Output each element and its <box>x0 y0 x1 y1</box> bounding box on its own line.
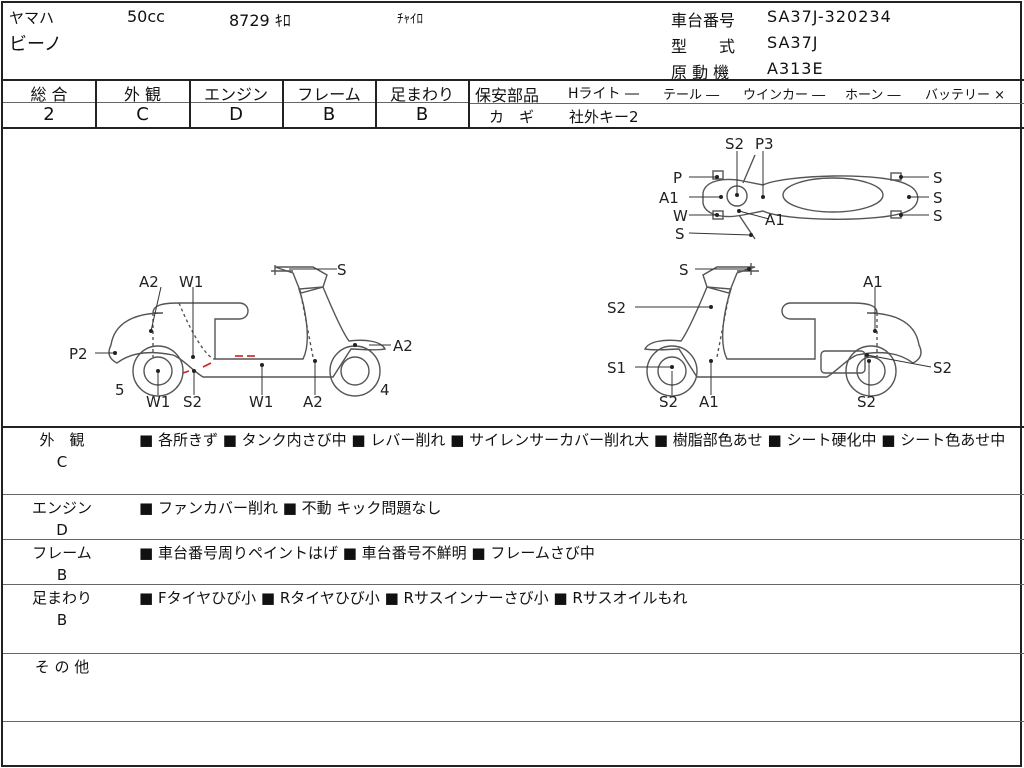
divider <box>95 79 97 127</box>
diagram-label: 5 <box>115 381 125 399</box>
remark-engine-text: ■ ファンカバー削れ ■ 不動 キック問題なし <box>139 499 442 517</box>
safety-battery: バッテリー × <box>925 88 1006 103</box>
diagram-label: S2 <box>183 393 202 411</box>
engine-label: 原 動 機 <box>671 63 730 82</box>
divider <box>3 102 469 103</box>
diagram-label: A1 <box>659 189 679 207</box>
diagram-label: W1 <box>179 273 203 291</box>
diagram-label: S <box>679 261 689 279</box>
scooter-right-view <box>643 263 922 397</box>
diagram-label: S2 <box>725 135 744 153</box>
displacement: 50cc <box>127 7 165 26</box>
diagram-label: S <box>933 207 943 225</box>
diagram-label: P <box>673 169 682 187</box>
grade-frame-label: フレーム <box>297 85 361 104</box>
divider <box>3 653 1024 654</box>
key-value: 社外キー2 <box>569 108 639 126</box>
divider <box>3 584 1024 585</box>
grade-exterior-label: 外 観 <box>123 85 162 104</box>
divider <box>3 426 1024 428</box>
diagram-label: P2 <box>69 345 88 363</box>
divider <box>3 494 1024 495</box>
diagram-label: A1 <box>863 273 883 291</box>
diagram-label: S2 <box>607 299 626 317</box>
diagram-label: S <box>337 261 347 279</box>
diagram-label: A2 <box>393 337 413 355</box>
grade-suspension-label: 足まわり <box>389 85 454 104</box>
divider <box>468 79 470 127</box>
diagram-label: A1 <box>765 211 785 229</box>
maker: ヤマハ <box>9 9 55 27</box>
diagram-label: S1 <box>607 359 626 377</box>
remark-exterior-text: ■ 各所きず ■ タンク内さび中 ■ レバー削れ ■ サイレンサーカバー削れ大 … <box>139 431 1006 449</box>
safety-horn: ホーン ― <box>845 88 901 103</box>
divider <box>282 79 284 127</box>
grade-engine-value: D <box>229 104 243 125</box>
frame-no: SA37J-320234 <box>767 7 892 26</box>
model-name: ビーノ <box>9 34 62 55</box>
diagram-label: W1 <box>146 393 170 411</box>
remark-frame-text: ■ 車台番号周りペイントはげ ■ 車台番号不鮮明 ■ フレームさび中 <box>139 544 595 562</box>
diagram-label: A2 <box>303 393 323 411</box>
diagram-label: S <box>933 189 943 207</box>
diagram-label: P3 <box>755 135 774 153</box>
diagram-label: A1 <box>699 393 719 411</box>
safety-headlight: Hライト ― <box>568 86 639 102</box>
model-type: SA37J <box>767 33 819 52</box>
mileage: 8729 ｷﾛ <box>229 11 291 30</box>
diagram-label: 4 <box>380 381 390 399</box>
diagram-label: S2 <box>659 393 678 411</box>
safety-label: 保安部品 <box>475 86 540 105</box>
diagram-label: A2 <box>139 273 159 291</box>
divider <box>375 79 377 127</box>
grade-total-label: 総 合 <box>30 85 68 104</box>
key-label: カ ギ <box>489 108 535 126</box>
divider <box>3 79 1024 81</box>
mileage-type: ﾁｬｲﾛ <box>397 12 423 27</box>
diagram-label: S2 <box>933 359 952 377</box>
grade-total-value: 2 <box>43 104 55 125</box>
scooter-top-view <box>702 154 919 240</box>
grade-suspension-value: B <box>415 104 429 125</box>
divider <box>3 721 1024 722</box>
diagram-label: W1 <box>249 393 273 411</box>
grade-exterior-value: C <box>136 104 149 125</box>
safety-taillight: テール ― <box>663 88 720 103</box>
diagram-label: W <box>673 207 688 225</box>
safety-turn-signal: ウインカー ― <box>743 88 826 103</box>
divider <box>3 539 1024 540</box>
grade-frame-value: B <box>322 104 336 125</box>
diagram-label: S2 <box>857 393 876 411</box>
divider <box>469 103 1024 104</box>
damage-diagram: A2 W1 S P2 A2 5 W1 S2 W1 A2 4 S A1 S2 S1… <box>69 135 952 411</box>
scooter-left-view <box>108 265 387 397</box>
remark-other-label: そ の 他 <box>34 658 90 676</box>
divider <box>189 79 191 127</box>
grade-engine-label: エンジン <box>203 85 268 104</box>
diagram-label: S <box>933 169 943 187</box>
engine-no: A313E <box>767 59 824 78</box>
frame-no-label: 車台番号 <box>671 11 736 30</box>
model-type-label: 型 式 <box>671 37 736 56</box>
remark-suspension-text: ■ Fタイヤひび小 ■ Rタイヤひび小 ■ Rサスインナーさび小 ■ Rサスオイ… <box>139 589 688 607</box>
diagram-label: S <box>675 225 685 243</box>
divider <box>3 127 1024 129</box>
